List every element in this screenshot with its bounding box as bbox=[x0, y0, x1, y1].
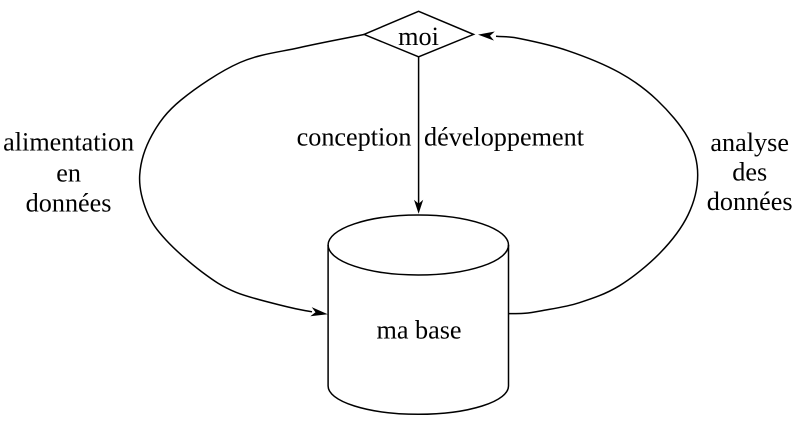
svg-text:analyse: analyse bbox=[710, 128, 789, 157]
svg-text:alimentation: alimentation bbox=[3, 128, 134, 157]
svg-text:développement: développement bbox=[424, 123, 585, 152]
svg-text:en: en bbox=[56, 158, 81, 187]
svg-text:données: données bbox=[707, 187, 793, 216]
svg-text:moi: moi bbox=[398, 22, 439, 51]
svg-text:conception: conception bbox=[297, 123, 412, 152]
svg-text:ma base: ma base bbox=[376, 316, 461, 345]
svg-text:données: données bbox=[26, 189, 112, 218]
svg-text:des: des bbox=[732, 157, 767, 186]
